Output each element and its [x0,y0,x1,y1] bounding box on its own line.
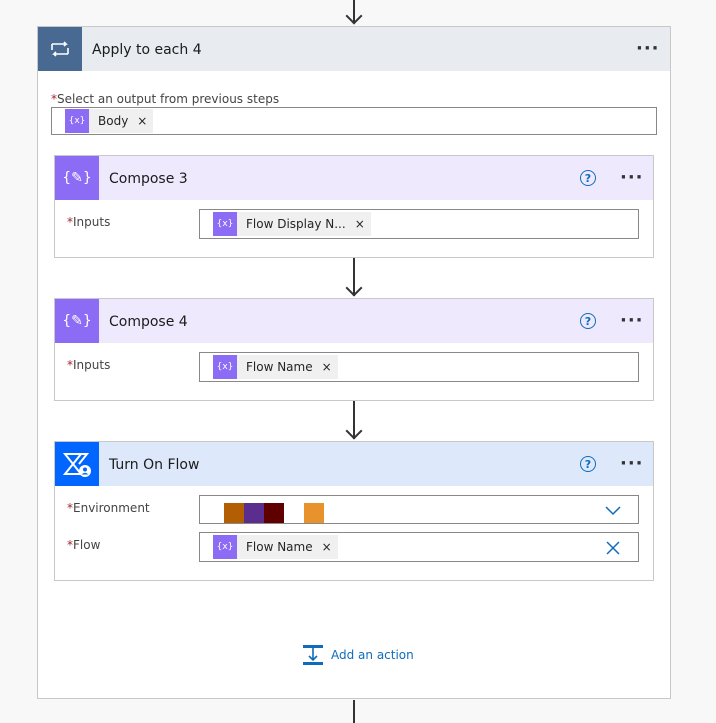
compose-4-menu-button[interactable]: ··· [620,310,644,331]
select-output-field[interactable]: {x} Body × [51,107,657,135]
environment-dropdown[interactable] [199,495,639,524]
connector-1 [353,258,355,296]
compose-3-inputs-field[interactable]: {x} Flow Display N... × [199,209,639,239]
environment-label: *Environment [67,501,150,515]
arrowhead-top [345,7,363,25]
env-swatch-2 [244,503,264,523]
flow-field[interactable]: {x} Flow Name × [199,532,639,562]
add-action-button[interactable]: Add an action [302,644,414,666]
body-token[interactable]: {x} Body × [65,109,154,133]
apply-to-each-header[interactable]: Apply to each 4 ··· [38,27,670,71]
apply-to-each-menu-button[interactable]: ··· [636,38,660,59]
arrowhead-2 [345,422,363,440]
help-icon[interactable]: ? [580,456,596,472]
env-swatch-3 [264,503,284,523]
compose-4-inputs-label: *Inputs [67,358,111,372]
add-action-label: Add an action [331,648,414,662]
flow-label: *Flow [67,538,101,552]
env-swatch-1 [224,503,244,523]
connector-2 [353,401,355,439]
expression-icon: {x} [213,212,237,236]
apply-to-each-card: Apply to each 4 ··· *Select an output fr… [37,26,671,699]
power-automate-icon [55,442,99,486]
compose-3-header[interactable]: {✎} Compose 3 ? ··· [55,156,653,200]
compose-4-inputs-field[interactable]: {x} Flow Name × [199,352,639,382]
turn-on-flow-menu-button[interactable]: ··· [620,453,644,474]
compose-3-inputs-label: *Inputs [67,215,111,229]
remove-token-button[interactable]: × [321,540,332,554]
arrowhead-1 [345,279,363,297]
select-output-label: *Select an output from previous steps [51,92,280,106]
help-icon[interactable]: ? [580,170,596,186]
compose-icon: {✎} [55,299,99,343]
loop-icon [38,27,82,71]
apply-to-each-title: Apply to each 4 [92,42,202,58]
connector-top [353,0,355,22]
turn-on-flow-header[interactable]: Turn On Flow ? ··· [55,442,653,486]
expression-icon: {x} [65,109,89,133]
connector-bottom [353,700,355,723]
compose-4-title: Compose 4 [109,314,188,330]
turn-on-flow-title: Turn On Flow [109,457,200,473]
add-action-icon [303,645,323,665]
compose-4-header[interactable]: {✎} Compose 4 ? ··· [55,299,653,343]
chevron-down-icon[interactable] [604,504,622,516]
flow-name-token[interactable]: {x} Flow Name × [213,355,338,379]
compose-4-card: {✎} Compose 4 ? ··· *Inputs {x} Flow Nam… [54,298,654,401]
flow-name-token[interactable]: {x} Flow Name × [213,535,338,559]
turn-on-flow-card: Turn On Flow ? ··· *Environment *Flow {x… [54,441,654,581]
compose-icon: {✎} [55,156,99,200]
remove-token-button[interactable]: × [321,360,332,374]
expression-icon: {x} [213,355,237,379]
clear-icon[interactable] [606,541,620,555]
env-swatch-4 [304,503,324,523]
remove-token-button[interactable]: × [137,114,148,128]
flow-display-name-token[interactable]: {x} Flow Display N... × [213,212,371,236]
remove-token-button[interactable]: × [354,217,365,231]
compose-3-title: Compose 3 [109,171,188,187]
compose-3-card: {✎} Compose 3 ? ··· *Inputs {x} Flow Dis… [54,155,654,258]
help-icon[interactable]: ? [580,313,596,329]
compose-3-menu-button[interactable]: ··· [620,167,644,188]
expression-icon: {x} [213,535,237,559]
